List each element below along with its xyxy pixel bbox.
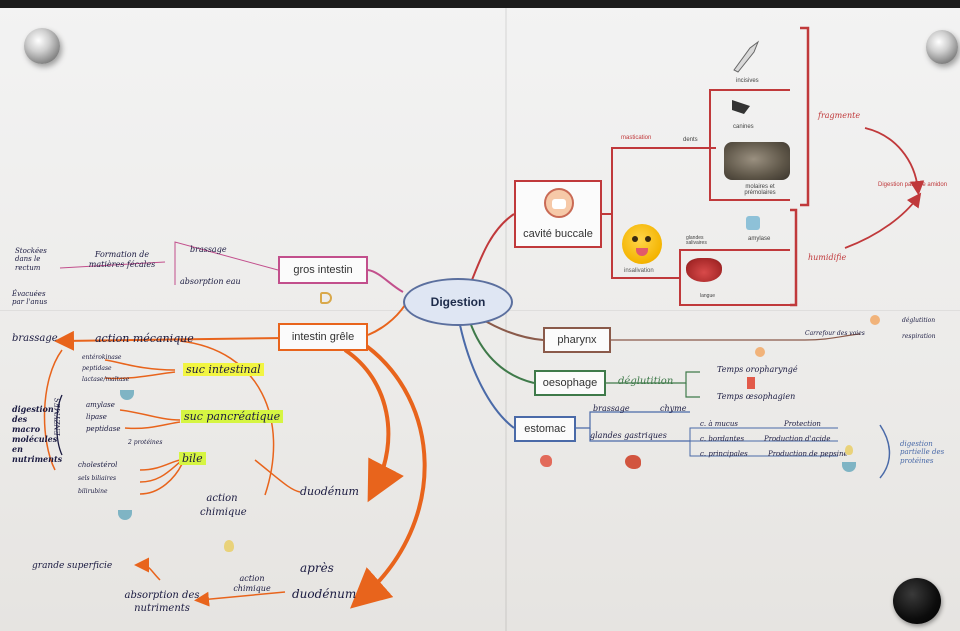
tongue-photo [686,258,722,282]
label-enterokinase: entérokinase [82,354,122,361]
node-label: estomac [524,423,566,435]
label-stockees-rectum: Stockées dans le rectum [15,247,47,272]
label-absorption-eau: absorption eau [180,277,241,286]
bowl-icon [120,390,134,400]
label-cell-bordantes: c. bordantes [700,435,745,443]
label-apres: après [300,561,334,575]
label-action-chimique-2: action chimique [233,574,271,594]
node-oesophage[interactable]: oesophage [534,370,606,396]
label-estomac-brassage: brassage [593,404,630,413]
label-temps-oropharynge: Temps oropharyngé [717,365,798,374]
label-digestion-macro-molecules: digestion des macro molécules en nutrime… [12,404,63,464]
node-pharynx[interactable]: pharynx [543,327,611,353]
magnet-bottom-right [893,578,941,624]
label-enzymes: ENZYMES [54,398,62,436]
label-peptidase: peptidase [82,365,112,372]
label-action-chimique: action chimique [200,493,247,518]
mouth-icon [544,188,574,218]
node-label: pharynx [557,334,597,346]
label-chyme: chyme [660,404,687,413]
label-cell-mucus: c. à mucus [700,420,738,428]
label-lipase: lipase [86,413,107,421]
node-intestin-grele[interactable]: intestin grêle [278,323,368,351]
node-estomac[interactable]: estomac [514,416,576,442]
label-mastication: mastication [621,135,652,141]
knife-icon [730,38,764,74]
stomach-icon [540,455,552,467]
label-digestion-partielle-proteines: digestion partielle des protéines [900,440,945,465]
node-label: cavité buccale [523,228,593,240]
dispenser-icon [730,96,752,116]
head-icon [870,315,880,325]
label-carrefour-des-voies: Carrefour des voies [805,330,865,337]
label-lactase-maltase: lactase/maltase [82,376,130,383]
label-absorption-nutriments: absorption des nutriments [124,590,200,614]
label-glandes-gastriques: glandes gastriques [590,431,667,440]
label-oesophage-deglutition: déglutition [618,376,674,387]
central-node-digestion[interactable]: Digestion [403,278,513,326]
label-suc-pancreatique: suc pancréatique [181,410,284,423]
flask-icon [224,540,234,552]
node-label: intestin grêle [291,331,355,343]
label-evacuees-anus: Évacuées par l'anus [12,290,48,307]
board-frame-top [0,0,960,8]
label-cell-principales: c. principales [700,450,748,458]
label-dents: dents [683,137,698,143]
label-amylase: amylase [748,236,771,242]
label-production-acide: Production d'acide [764,435,831,443]
bowl-icon [842,462,856,472]
label-cholesterol: cholestérol [78,461,118,469]
label-action-mecanique: action mécanique [95,332,194,345]
label-proteines: 2 protéines [128,439,163,446]
label-apres-duodenum: duodénum [292,587,357,601]
label-amylase-ig: amylase [86,401,115,409]
label-pharynx-deglutition: déglutition [902,317,936,324]
label-pharynx-respiration: respiration [902,333,936,340]
label-suc-intestinal: suc intestinal [183,363,264,376]
label-peptidase-p: peptidase [86,425,121,433]
label-bilirubine: bilirubine [78,488,108,495]
node-gros-intestin[interactable]: gros intestin [278,256,368,284]
label-fragmente: fragmente [818,111,861,120]
label-molaires: molaires et prémolaires [744,184,776,196]
magnet-top-right [926,30,958,64]
node-label: oesophage [542,377,598,389]
amylase-icon [746,216,760,230]
label-protection: Protection [784,420,821,428]
label-canines: canines [733,124,754,130]
molar-photo [724,142,790,180]
label-sels-biliaires: sels biliaires [78,475,117,482]
label-humidifie: humidifie [808,253,847,262]
intestine-icon [320,292,332,304]
bowl-icon [118,510,132,520]
emoji-face-icon [622,224,662,264]
magnet-top-left [24,28,60,64]
label-gi-brassage: brassage [190,245,227,254]
label-duodenum: duodénum [300,485,359,498]
stomach-icon [625,455,641,469]
label-langue: langue [700,293,716,299]
head-icon [755,347,765,357]
label-formation-matieres-fecales: Formation de matières fécales [88,250,156,269]
paper-seam [505,8,507,631]
node-cavite-buccale[interactable]: cavité buccale [514,180,602,248]
oesophagus-icon [747,377,755,389]
flask-icon [845,445,853,455]
label-digestion-partielle-amidon: Digestion partielle amidon [878,182,948,188]
label-glandes-salivaires: glandes salivaires [686,235,707,246]
label-ig-brassage: brassage [12,333,58,344]
central-label: Digestion [430,295,486,309]
label-temps-oesophagien: Temps œsophagien [717,392,796,401]
label-production-pepsine: Production de pepsine [768,450,848,458]
node-label: gros intestin [293,264,353,276]
label-bile: bile [179,452,206,465]
label-incisives: incisives [736,78,759,84]
label-insalivation: insalivation [624,268,654,274]
label-grande-superficie: grande superficie [32,561,113,571]
